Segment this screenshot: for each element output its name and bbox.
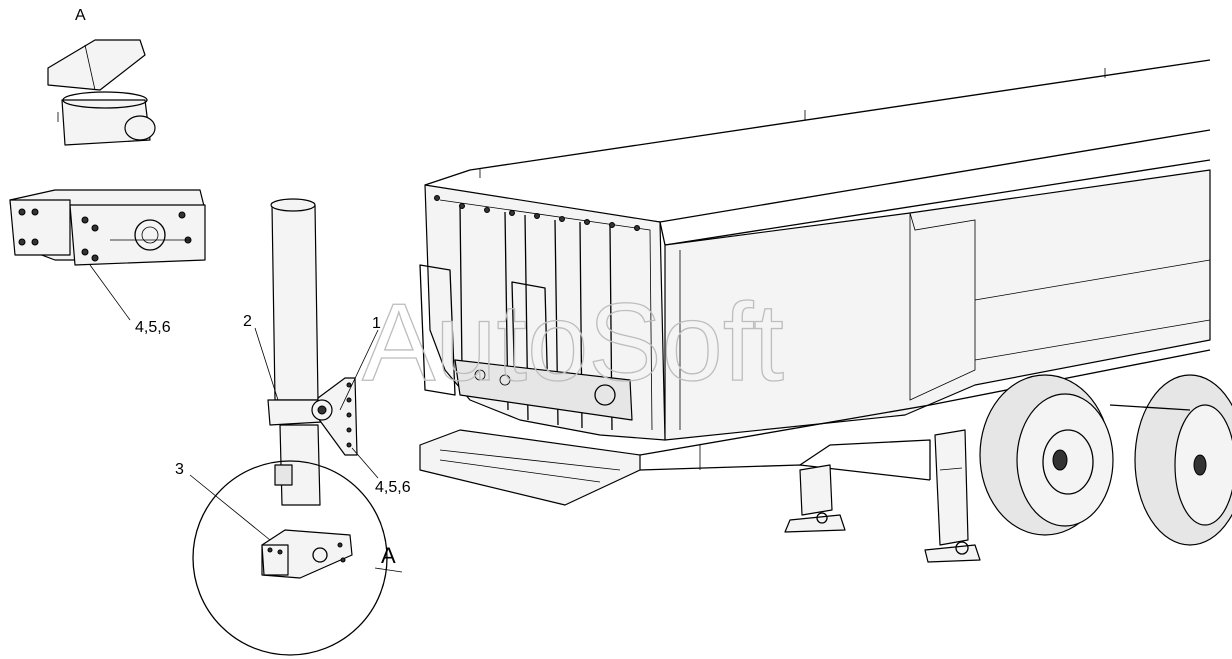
trailer-wheel-front bbox=[979, 374, 1114, 536]
leader-line-foot bbox=[189, 474, 271, 541]
trailer-landing-leg-rear bbox=[924, 429, 981, 563]
support-foot-detail bbox=[261, 529, 353, 579]
leader-line-bracket bbox=[339, 329, 379, 411]
leader-line-pads-bracket bbox=[351, 447, 379, 479]
label-callout-a: A bbox=[381, 543, 396, 568]
label-foot: 3 bbox=[175, 461, 184, 478]
detail-circle-a bbox=[192, 460, 388, 656]
label-bracket: 1 bbox=[372, 315, 381, 332]
leader-line-jack bbox=[254, 327, 279, 401]
leader-line-pads-top bbox=[89, 264, 131, 321]
trailer-wheel-rear bbox=[1134, 374, 1232, 546]
axle-bar bbox=[1109, 404, 1191, 411]
leader-line-callout-a bbox=[374, 567, 403, 573]
dump-trailer bbox=[419, 59, 1211, 506]
label-pads-bracket: 4,5,6 bbox=[375, 479, 411, 496]
label-pads-top: 4,5,6 bbox=[135, 319, 171, 336]
view-a-detail bbox=[47, 39, 156, 146]
mounting-bracket bbox=[311, 377, 358, 456]
label-jack: 2 bbox=[243, 313, 252, 330]
support-pad-assembly bbox=[9, 189, 206, 266]
support-jack-column bbox=[267, 198, 323, 506]
watermark-text: AutoSoft bbox=[362, 281, 784, 404]
label-view-a: A bbox=[75, 7, 86, 24]
trailer-landing-leg-front bbox=[784, 464, 846, 533]
